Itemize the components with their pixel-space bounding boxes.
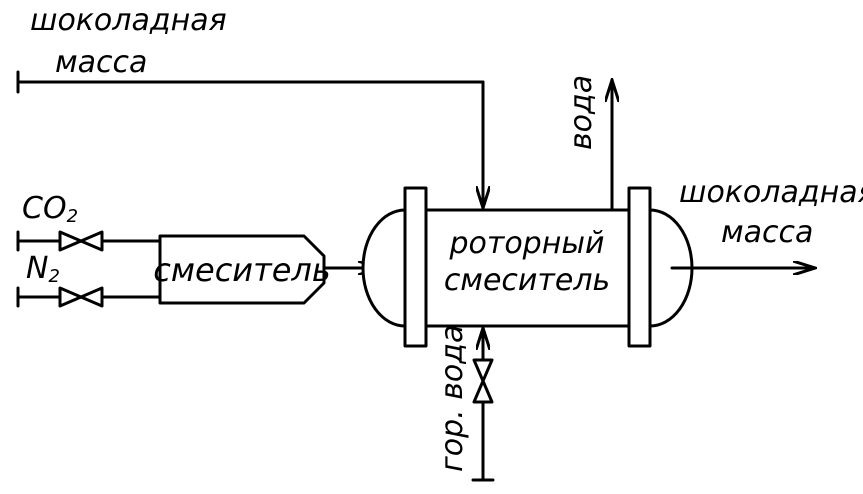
water-outlet-label: вода [564,75,599,150]
rotor-mixer-label-1: роторный [448,226,604,261]
n2-valve[interactable] [58,286,104,308]
rotor-mixer [361,186,694,348]
chocolate-outlet-label-2: масса [721,215,813,250]
co2-valve[interactable] [58,230,104,252]
co2-label: CO2 [22,191,78,227]
rotor-mixer-label-2: смеситель [444,263,610,298]
n2-line [16,286,162,308]
n2-label: N2 [26,251,60,287]
chocolate-inlet-label-1: шоколадная [30,3,227,38]
mixer-label: смеситель [153,251,330,289]
co2-line [16,230,162,252]
hot-water-label: гор. вода [435,325,470,472]
chocolate-inlet-label-2: масса [55,45,147,80]
chocolate-outlet-label-1: шоколадная [679,175,863,210]
mixer-box [158,234,326,305]
hot-water-valve[interactable] [472,358,494,404]
chocolate-inlet-line [16,70,483,208]
hot-water-inlet-line [471,328,495,482]
